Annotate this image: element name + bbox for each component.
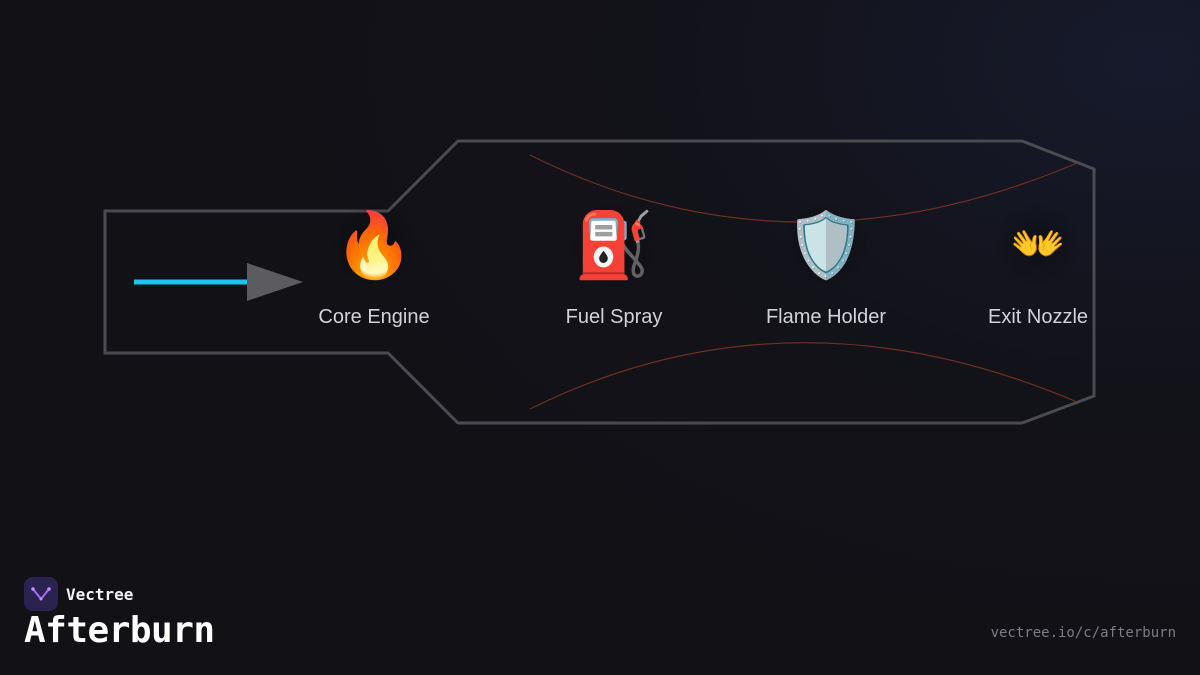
stage-label: Exit Nozzle [987,306,1089,328]
flame-curve-lower [529,342,1078,410]
brand: Vectree [24,577,133,611]
shield-icon: 🛡️ [781,200,871,290]
page-title: Afterburn [24,610,215,651]
fire-icon: 🔥 [329,200,419,290]
flame-curve-upper [529,154,1078,223]
stage-label: Core Engine [318,306,430,328]
fuel-pump-icon: ⛽ [569,200,659,290]
engine-outline [103,139,1096,425]
brand-name: Vectree [66,584,134,604]
vectree-logo-icon [24,577,58,611]
stage-label: Flame Holder [765,306,887,328]
source-url: vectree.io/c/afterburn [990,625,1176,641]
open-hands-icon: 👐 [993,200,1083,290]
stage-label: Fuel Spray [565,306,663,328]
flow-arrow-head [247,263,303,301]
